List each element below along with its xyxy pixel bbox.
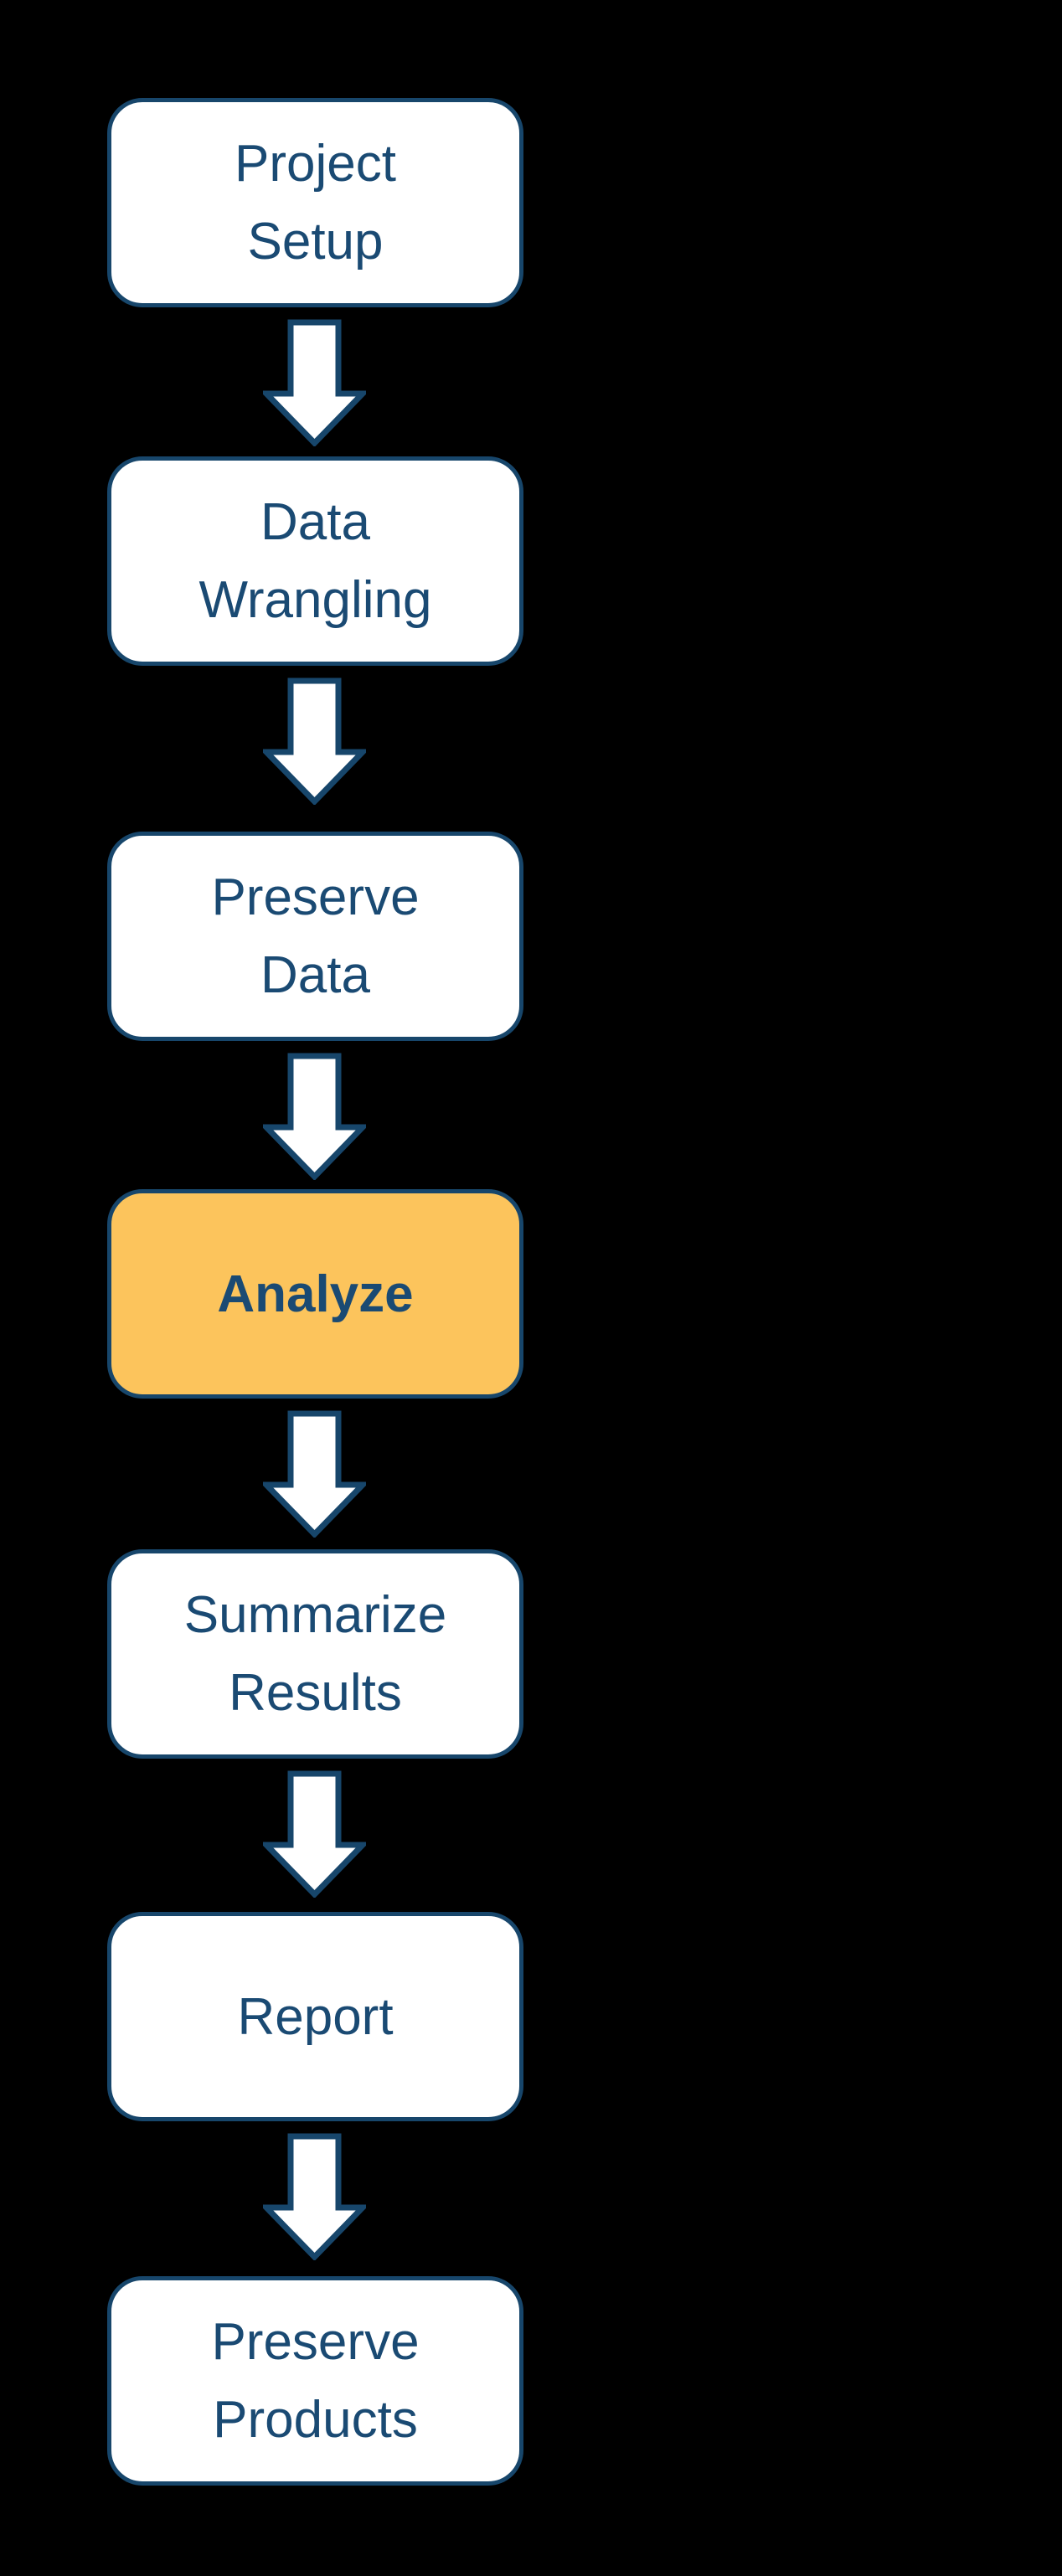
step-label-preserve-products: Preserve Products: [211, 2313, 420, 2449]
step-box-summarize-results: Summarize Results: [107, 1549, 523, 1759]
step-label-project-setup: Project Setup: [235, 135, 396, 270]
step-label-preserve-data: Preserve Data: [211, 868, 420, 1004]
step-label-report: Report: [237, 1987, 394, 2046]
step-box-report: Report: [107, 1912, 523, 2121]
down-arrow-icon: [263, 1053, 366, 1180]
down-arrow-icon: [263, 677, 366, 805]
down-arrow-icon: [263, 1410, 366, 1538]
down-arrow-icon: [263, 319, 366, 446]
step-box-project-setup: Project Setup: [107, 98, 523, 307]
step-label-data-wrangling: Data Wrangling: [198, 493, 432, 629]
step-label-analyze: Analyze: [217, 1265, 414, 1323]
step-box-preserve-products: Preserve Products: [107, 2276, 523, 2486]
step-box-data-wrangling: Data Wrangling: [107, 456, 523, 666]
step-box-analyze-highlighted: Analyze: [107, 1189, 523, 1399]
step-label-summarize-results: Summarize Results: [183, 1586, 447, 1722]
down-arrow-icon: [263, 2133, 366, 2260]
down-arrow-icon: [263, 1770, 366, 1898]
step-box-preserve-data: Preserve Data: [107, 832, 523, 1041]
